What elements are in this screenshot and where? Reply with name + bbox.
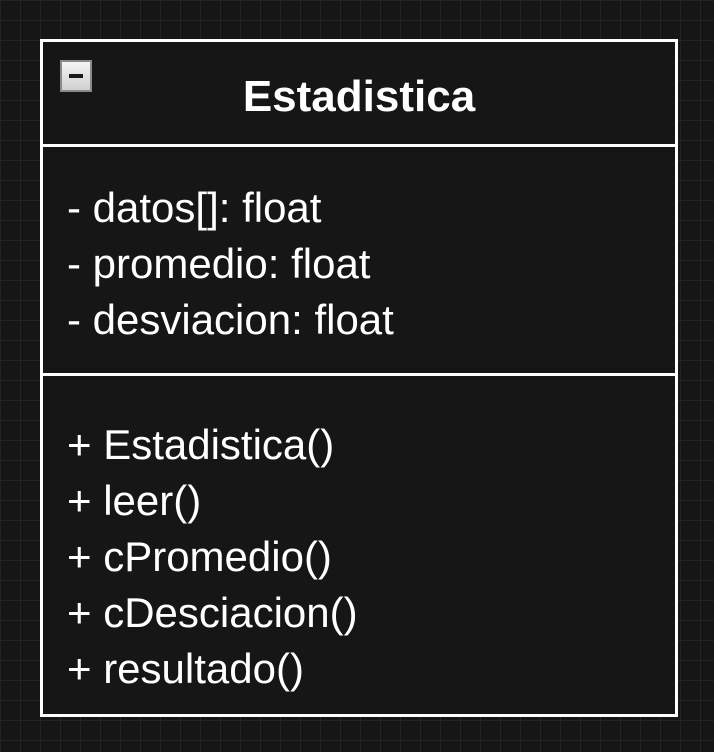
method-cdesciacion: + cDesciacion() [67,589,358,636]
methods-compartment: + Estadistica() + leer() + cPromedio() +… [43,376,675,714]
method-estadistica: + Estadistica() [67,421,335,468]
collapse-icon[interactable] [60,60,92,92]
attribute-promedio: - promedio: float [67,240,371,287]
method-resultado: + resultado() [67,645,304,692]
method-leer: + leer() [67,477,202,524]
minus-icon [69,74,83,78]
attributes-compartment: - datos[]: float - promedio: float - des… [43,147,675,376]
uml-class-box[interactable]: Estadistica - datos[]: float - promedio:… [40,39,678,717]
class-name: Estadistica [242,72,476,121]
method-cpromedio: + cPromedio() [67,533,332,580]
attribute-datos: - datos[]: float [67,184,322,231]
attribute-desviacion: - desviacion: float [67,296,394,343]
class-header: Estadistica [43,42,675,147]
